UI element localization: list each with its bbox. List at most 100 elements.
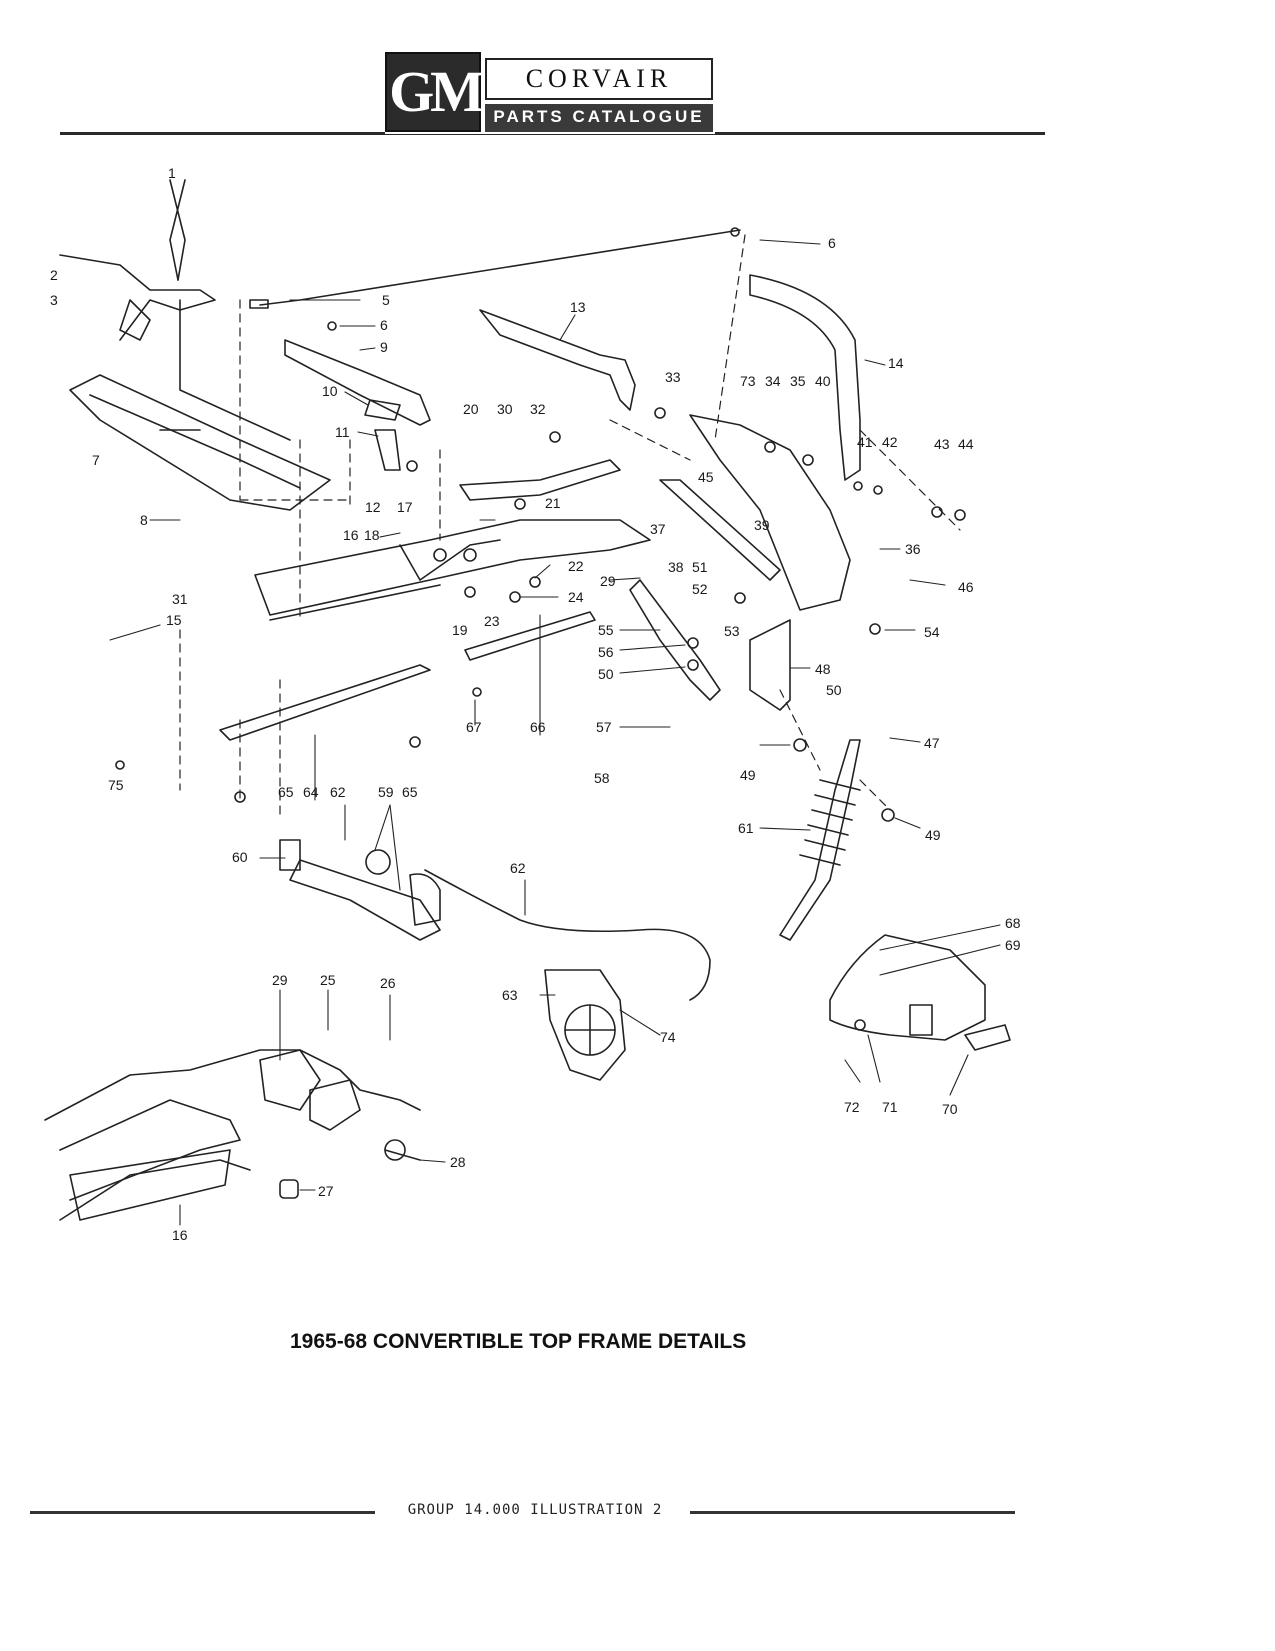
callout-54: 54	[924, 624, 940, 640]
callout-29b: 29	[272, 972, 288, 988]
callout-62b: 62	[510, 860, 526, 876]
rear-bow-14	[749, 274, 861, 481]
callout-61: 61	[738, 820, 754, 836]
callout-10: 10	[322, 383, 338, 399]
callout-27: 27	[318, 1183, 334, 1199]
callout-51: 51	[692, 559, 708, 575]
callout-60: 60	[232, 849, 248, 865]
callout-22: 22	[568, 558, 584, 574]
callout-57: 57	[596, 719, 612, 735]
callout-74: 74	[660, 1029, 676, 1045]
callout-59: 59	[378, 784, 394, 800]
callout-50b: 50	[826, 682, 842, 698]
callout-41: 41	[857, 434, 873, 450]
footer-rule-right	[690, 1511, 1015, 1514]
callout-8: 8	[140, 512, 148, 528]
callout-64: 64	[303, 784, 319, 800]
catalogue-banner: PARTS CATALOGUE	[485, 104, 713, 132]
callout-71: 71	[882, 1099, 898, 1115]
catalogue-title: PARTS CATALOGUE	[493, 107, 705, 126]
callout-53: 53	[724, 623, 740, 639]
reservoir-68	[829, 934, 1011, 1051]
detail-inset-linkage	[44, 1049, 421, 1221]
callout-32: 32	[530, 401, 546, 417]
gm-logo: GM	[385, 52, 485, 132]
callout-65b: 65	[402, 784, 418, 800]
callout-3: 3	[50, 292, 58, 308]
exploded-parts-diagram: 1 2 3 5 6 6 6 7 8 9 10 11 12 13 14 15 16…	[44, 165, 1021, 1243]
fasteners	[115, 321, 966, 1031]
callout-38: 38	[668, 559, 684, 575]
callout-43: 43	[934, 436, 950, 452]
callout-29a: 29	[600, 573, 616, 589]
tube-64	[219, 664, 431, 741]
callout-6b: 6	[380, 317, 388, 333]
front-hinge-assembly	[59, 179, 291, 441]
callout-6a: 6	[828, 235, 836, 251]
callout-18: 18	[364, 527, 380, 543]
callout-20: 20	[463, 401, 479, 417]
callout-56: 56	[598, 644, 614, 660]
callout-30: 30	[497, 401, 513, 417]
callout-68: 68	[1005, 915, 1021, 931]
callout-55: 55	[598, 622, 614, 638]
bracket-10-11	[364, 399, 401, 471]
callout-25: 25	[320, 972, 336, 988]
callout-12: 12	[365, 499, 381, 515]
callout-35: 35	[790, 373, 806, 389]
main-linkage-16	[254, 459, 651, 621]
arm-29	[629, 579, 721, 701]
callout-44: 44	[958, 436, 974, 452]
rail-cable-5	[249, 227, 741, 309]
brand-title: CORVAIR	[525, 64, 673, 93]
callout-1: 1	[168, 165, 176, 181]
callout-40: 40	[815, 373, 831, 389]
footer-rule-left	[30, 1511, 375, 1514]
callout-leaders	[109, 239, 1001, 1226]
callout-46: 46	[958, 579, 974, 595]
callout-33: 33	[665, 369, 681, 385]
pad-66	[464, 611, 596, 661]
callout-31: 31	[172, 591, 188, 607]
callout-7: 7	[92, 452, 100, 468]
callout-11: 11	[335, 424, 350, 440]
callout-66: 66	[530, 719, 546, 735]
motor-mount-59	[279, 839, 441, 941]
callout-24: 24	[568, 589, 584, 605]
callout-70: 70	[942, 1101, 958, 1117]
callout-17: 17	[397, 499, 413, 515]
callout-26: 26	[380, 975, 396, 991]
callout-63: 63	[502, 987, 518, 1003]
callout-49b: 49	[925, 827, 941, 843]
callout-48: 48	[815, 661, 831, 677]
callout-34: 34	[765, 373, 781, 389]
callout-13: 13	[570, 299, 586, 315]
cable-62	[424, 869, 711, 1001]
callout-47: 47	[924, 735, 940, 751]
callout-49a: 49	[740, 767, 756, 783]
footer-illustration-label: GROUP 14.000 ILLUSTRATION 2	[407, 1502, 663, 1518]
callout-36: 36	[905, 541, 921, 557]
brand-box: CORVAIR	[485, 58, 713, 100]
callout-15: 15	[166, 612, 182, 628]
gm-logo-text: GM	[389, 59, 485, 124]
callout-2: 2	[50, 267, 58, 283]
callout-69: 69	[1005, 937, 1021, 953]
callout-9: 9	[380, 339, 388, 355]
dashed-guide-lines	[179, 234, 961, 821]
callout-65a: 65	[278, 784, 294, 800]
callout-5: 5	[382, 292, 390, 308]
spring-assembly-61	[779, 739, 861, 941]
diagram-caption: 1965-68 CONVERTIBLE TOP FRAME DETAILS	[290, 1330, 747, 1353]
callout-23: 23	[484, 613, 500, 629]
callout-58: 58	[594, 770, 610, 786]
callout-14: 14	[888, 355, 904, 371]
callout-39: 39	[754, 517, 770, 533]
callout-19: 19	[452, 622, 468, 638]
callout-67: 67	[466, 719, 482, 735]
callout-45: 45	[698, 469, 714, 485]
callout-numbers: 1 2 3 5 6 6 6 7 8 9 10 11 12 13 14 15 16…	[50, 165, 1021, 1243]
callout-62a: 62	[330, 784, 346, 800]
callout-21: 21	[545, 495, 561, 511]
side-roof-rail-7	[69, 374, 331, 511]
